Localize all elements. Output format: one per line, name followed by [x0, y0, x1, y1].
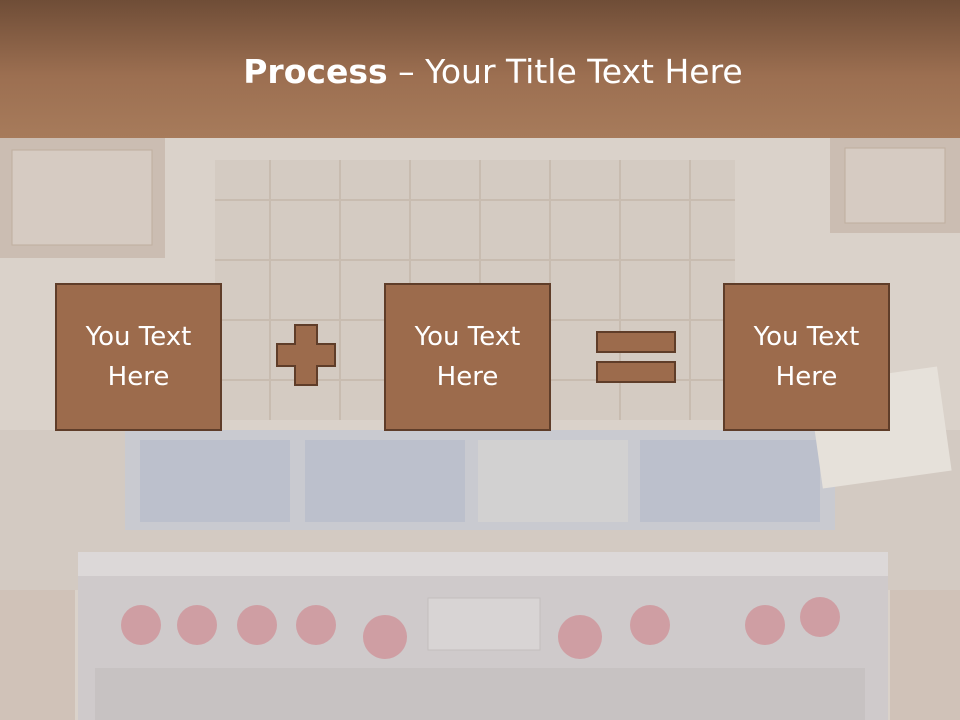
- process-box-2-text: You Text Here: [414, 322, 521, 392]
- process-box-3-text: You Text Here: [753, 322, 860, 392]
- equals-icon: [596, 331, 676, 383]
- process-box-1[interactable]: You Text Here: [55, 283, 222, 431]
- title-bar: [0, 0, 960, 138]
- process-box-2[interactable]: You Text Here: [384, 283, 551, 431]
- slide-title: Process – Your Title Text Here: [0, 52, 960, 91]
- title-bold: Process: [243, 52, 388, 91]
- process-box-3[interactable]: You Text Here: [723, 283, 890, 431]
- plus-icon: [276, 324, 336, 386]
- title-rest: – Your Title Text Here: [387, 52, 743, 91]
- process-box-1-text: You Text Here: [85, 322, 192, 392]
